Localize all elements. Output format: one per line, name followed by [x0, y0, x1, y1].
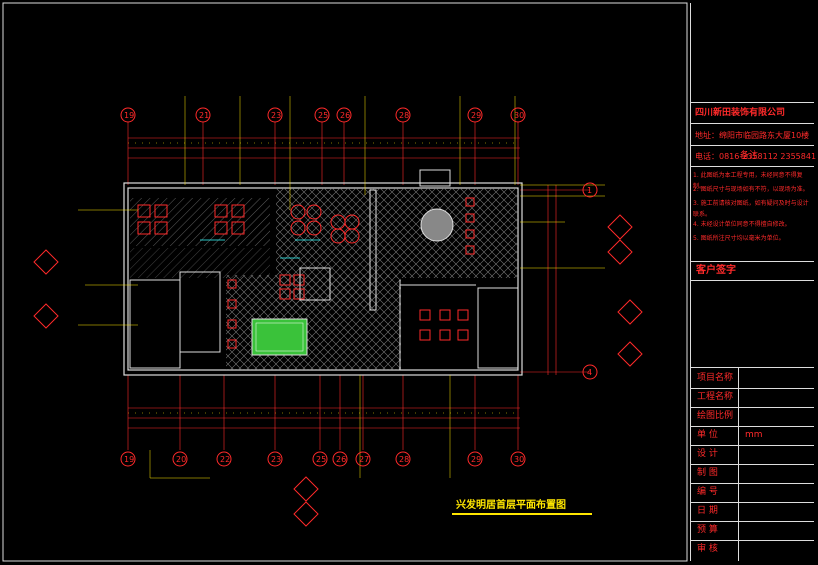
axis-label: 26 — [336, 455, 347, 464]
tb-divider — [690, 166, 814, 167]
note-item: 4. 未经设计单位同意不得擅自修改。 — [693, 221, 791, 228]
tb-row-label: 日 期 — [697, 506, 718, 516]
tb-divider — [690, 426, 814, 427]
axis-label: 28 — [399, 455, 410, 464]
tb-divider — [690, 145, 814, 146]
axis-label: 25 — [318, 111, 329, 120]
tb-row-label: 绘图比例 — [697, 411, 734, 421]
tb-row-label: 制 图 — [697, 468, 718, 478]
tb-divider — [690, 280, 814, 281]
tb-divider — [690, 261, 814, 262]
axis-label: 4 — [587, 368, 593, 377]
axis-label: 30 — [514, 111, 525, 120]
note-item: 5. 图纸所注尺寸均以毫米为单位。 — [693, 235, 785, 242]
axis-label: 23 — [271, 111, 282, 120]
note-item: 2. 图纸尺寸与现场如有不符，以现场为准。 — [693, 186, 809, 193]
note-item: 1. 此图纸为本工程专用，未经同意不得复制。 — [693, 172, 803, 190]
axis-label: 25 — [316, 455, 327, 464]
tb-divider — [690, 388, 814, 389]
axis-label: 20 — [176, 455, 187, 464]
tb-divider — [690, 502, 814, 503]
axis-label: 21 — [199, 111, 210, 120]
drawing-title: 兴发明居首层平面布置图 — [456, 500, 566, 511]
axis-label: 29 — [471, 111, 482, 120]
tb-row-label: 项目名称 — [697, 373, 734, 383]
tb-row-value: mm — [745, 430, 763, 440]
tb-row-label: 预 算 — [697, 525, 718, 535]
tb-divider — [690, 102, 814, 103]
company-name: 四川新田装饰有限公司 — [695, 108, 786, 118]
tb-divider — [690, 540, 814, 541]
notes-heading: 备注 — [740, 151, 759, 161]
tb-divider — [690, 464, 814, 465]
tb-divider — [690, 483, 814, 484]
client-sign-label: 客户签字 — [696, 265, 736, 276]
company-address: 地址：绵阳市临园路东大厦10楼 — [695, 131, 810, 140]
axis-label: 26 — [340, 111, 351, 120]
tb-divider — [690, 367, 814, 368]
tb-divider — [690, 445, 814, 446]
axis-label: 19 — [124, 111, 135, 120]
axis-label: 27 — [359, 455, 370, 464]
axis-label: 1 — [587, 186, 593, 195]
axis-label: 22 — [220, 455, 231, 464]
tb-divider — [690, 407, 814, 408]
axis-label: 19 — [124, 455, 135, 464]
axis-label: 23 — [271, 455, 282, 464]
tb-row-label: 编 号 — [697, 487, 718, 497]
tb-row-label: 设 计 — [697, 449, 718, 459]
tb-column-divider — [738, 367, 739, 561]
axis-label: 30 — [514, 455, 525, 464]
axis-label: 29 — [471, 455, 482, 464]
tb-divider — [690, 521, 814, 522]
company-phone: 电话：0816-2358112 2355841 — [695, 152, 817, 161]
tb-row-label: 单 位 — [697, 430, 718, 440]
tb-row-label: 审 核 — [697, 544, 718, 554]
tb-divider — [690, 123, 814, 124]
title-block — [690, 3, 815, 561]
axis-label: 28 — [399, 111, 410, 120]
tb-row-label: 工程名称 — [697, 392, 734, 402]
note-item: 3. 施工前请核对图纸，如有疑问及时与设计联系。 — [693, 200, 809, 218]
floor-plan — [2, 2, 688, 562]
